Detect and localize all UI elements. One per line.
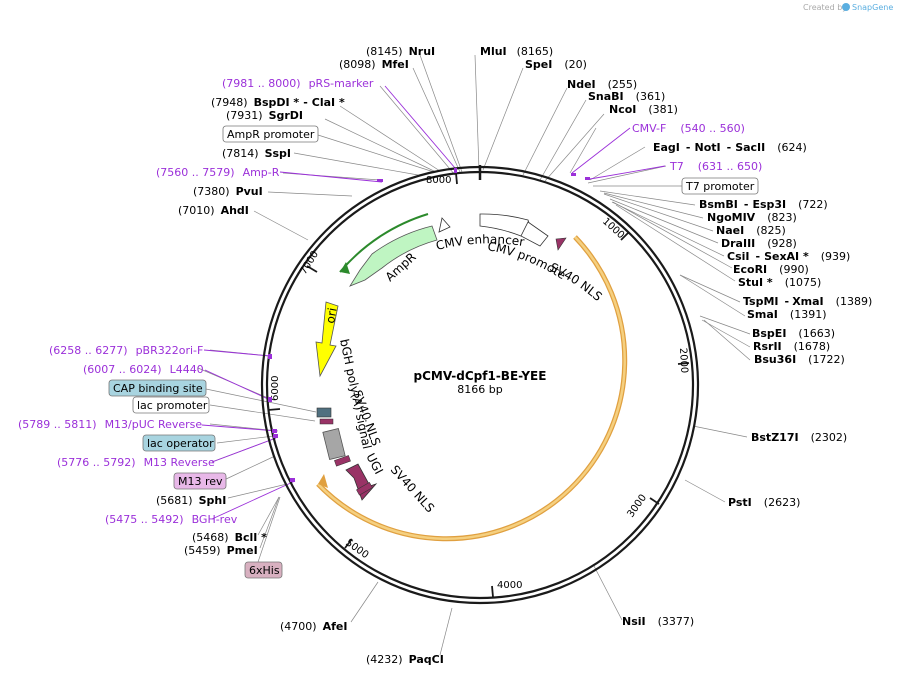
bgh-polya-box[interactable]: [322, 427, 346, 461]
cmv-small-arrow: [438, 217, 451, 233]
box-lac-promoter[interactable]: lac promoter: [132, 396, 210, 414]
svg-text:lac promoter: lac promoter: [137, 399, 208, 412]
snapgene-watermark: Created by SnapGene: [803, 3, 893, 12]
primer-t7[interactable]: T7(631 .. 650): [669, 160, 762, 173]
svg-text:M13 rev: M13 rev: [178, 475, 223, 488]
lac-region-marker: [316, 407, 332, 418]
box-lac-operator[interactable]: lac operator: [142, 434, 216, 452]
enzyme-sgrdi[interactable]: (7931)SgrDI: [226, 109, 303, 122]
enzyme-sspi[interactable]: (7814)SspI: [222, 147, 291, 160]
svg-text:T7 promoter: T7 promoter: [685, 180, 755, 193]
enzyme-bsu36i[interactable]: Bsu36I(1722): [754, 353, 845, 366]
box-cap-binding-site[interactable]: CAP binding site: [108, 379, 207, 397]
primer-bgh-rev[interactable]: (5475 .. 5492)BGH-rev: [105, 513, 238, 526]
feature-ori: ori: [323, 307, 339, 325]
leader-lines: [197, 54, 751, 656]
lac-marker-2: [319, 418, 334, 425]
watermark-brand: SnapGene: [852, 3, 893, 12]
primer-m13-reverse[interactable]: (5776 .. 5792)M13 Reverse: [57, 456, 215, 469]
box-m13-rev[interactable]: M13 rev: [173, 472, 227, 490]
enzyme-paqci[interactable]: (4232)PaqCI: [366, 653, 444, 666]
orange-feature-arc[interactable]: [317, 236, 626, 540]
enzyme-ndei[interactable]: NdeI(255): [567, 78, 637, 91]
enzyme-psti[interactable]: PstI(2623): [728, 496, 800, 509]
enzyme-nsii[interactable]: NsiI(3377): [622, 615, 694, 628]
box-ampr-promoter[interactable]: AmpR promoter: [222, 125, 319, 143]
enzyme-ngomiv[interactable]: NgoMIV(823): [707, 211, 797, 224]
enzyme-rsrii[interactable]: RsrII(1678): [753, 340, 830, 353]
sv40-nls-2-marker[interactable]: [334, 455, 351, 467]
enzyme-bsmbi-esp3i[interactable]: BsmBI-Esp3I(722): [699, 198, 828, 211]
enzyme-mlui[interactable]: MluI(8165): [480, 45, 553, 58]
svg-text:CAP binding site: CAP binding site: [113, 382, 203, 395]
enzyme-pvui[interactable]: (7380)PvuI: [193, 185, 263, 198]
svg-text:AmpR promoter: AmpR promoter: [227, 128, 315, 141]
sv40-nls-1-marker[interactable]: [555, 237, 567, 251]
svg-text:lac operator: lac operator: [147, 437, 214, 450]
ampr-arrow[interactable]: [349, 225, 438, 287]
snapgene-logo-icon: [842, 3, 850, 11]
tick-7000: 7000: [298, 249, 321, 276]
tick-4000: 4000: [497, 580, 522, 591]
tick-2000: 2000: [677, 348, 689, 374]
primer-amp-r[interactable]: (7560 .. 7579)Amp-R: [156, 166, 280, 179]
svg-text:6xHis: 6xHis: [249, 564, 280, 577]
box-t7-promoter[interactable]: T7 promoter: [681, 177, 759, 195]
tick-marks: [267, 172, 690, 598]
primer-labels: (7981 .. 8000)pRS-marker (7560 .. 7579)A…: [18, 77, 762, 526]
enzyme-draiii[interactable]: DraIII(928): [721, 237, 797, 250]
plasmid-length: 8166 bp: [457, 383, 502, 396]
enzyme-nrui[interactable]: (8145)NruI: [366, 45, 435, 58]
primer-prs-marker[interactable]: (7981 .. 8000)pRS-marker: [222, 77, 374, 90]
primer-leaders: [201, 85, 666, 520]
enzyme-smai[interactable]: SmaI(1391): [747, 308, 826, 321]
boxed-features: AmpR promoter T7 promoter CAP binding si…: [108, 125, 759, 579]
enzyme-ahdi[interactable]: (7010)AhdI: [178, 204, 249, 217]
enzyme-eagi-noti-sacii[interactable]: EagI-NotI-SacII(624): [653, 141, 807, 154]
box-6xhis[interactable]: 6xHis: [244, 561, 283, 579]
tick-8000: 8000: [426, 175, 451, 186]
enzyme-pmei[interactable]: (5459)PmeI: [184, 544, 258, 557]
sv40-nls-3-marker[interactable]: [356, 482, 373, 496]
primer-cmv-f[interactable]: CMV-F(540 .. 560): [632, 122, 745, 135]
enzyme-tspmi-xmai[interactable]: TspMI-XmaI(1389): [743, 295, 872, 308]
primer-pbr322ori-f[interactable]: (6258 .. 6277)pBR322ori-F: [49, 344, 203, 357]
enzyme-ncoi[interactable]: NcoI(381): [609, 103, 678, 116]
primer-marks: [268, 168, 590, 482]
feature-ugi: UGI: [363, 451, 386, 477]
ugi-arrow[interactable]: [345, 463, 378, 501]
enzyme-snabi[interactable]: SnaBI(361): [588, 90, 665, 103]
enzyme-spei[interactable]: SpeI(20): [525, 58, 587, 71]
enzyme-sphi[interactable]: (5681)SphI: [156, 494, 226, 507]
enzyme-bspei[interactable]: BspEI(1663): [752, 327, 835, 340]
plasmid-name: pCMV-dCpf1-BE-YEE: [414, 369, 547, 383]
ori-arrow[interactable]: [315, 301, 339, 378]
primer-m13-puc-reverse[interactable]: (5789 .. 5811)M13/pUC Reverse: [18, 418, 202, 431]
cmv-promoter-arrow[interactable]: [520, 221, 549, 247]
enzyme-mfei[interactable]: (8098)MfeI: [339, 58, 409, 71]
feature-sv40-nls-3: SV40 NLS: [388, 463, 437, 516]
tick-3000: 3000: [625, 493, 649, 520]
enzyme-stui[interactable]: StuI *(1075): [738, 276, 821, 289]
tick-6000: 6000: [270, 376, 281, 401]
enzyme-bspdi-clai[interactable]: (7948)BspDI *-ClaI *: [211, 96, 345, 109]
enzyme-naei[interactable]: NaeI(825): [716, 224, 786, 237]
enzyme-ecori[interactable]: EcoRI(990): [733, 263, 809, 276]
enzyme-csii-sexai[interactable]: CsiI-SexAI *(939): [727, 250, 850, 263]
enzyme-bcli[interactable]: (5468)BclI *: [192, 531, 267, 544]
primer-l4440[interactable]: (6007 .. 6024)L4440: [83, 363, 204, 376]
enzyme-bstz17i[interactable]: BstZ17I(2302): [751, 431, 847, 444]
ampr-promoter-arrowhead: [340, 262, 350, 274]
enzyme-labels: (8145)NruI MluI(8165) (8098)MfeI SpeI(20…: [156, 45, 872, 666]
ampr-promoter-line: [339, 213, 429, 273]
enzyme-afei[interactable]: (4700)AfeI: [280, 620, 347, 633]
orange-feature-arrow: [318, 474, 328, 488]
watermark-created-by: Created by: [803, 3, 847, 12]
